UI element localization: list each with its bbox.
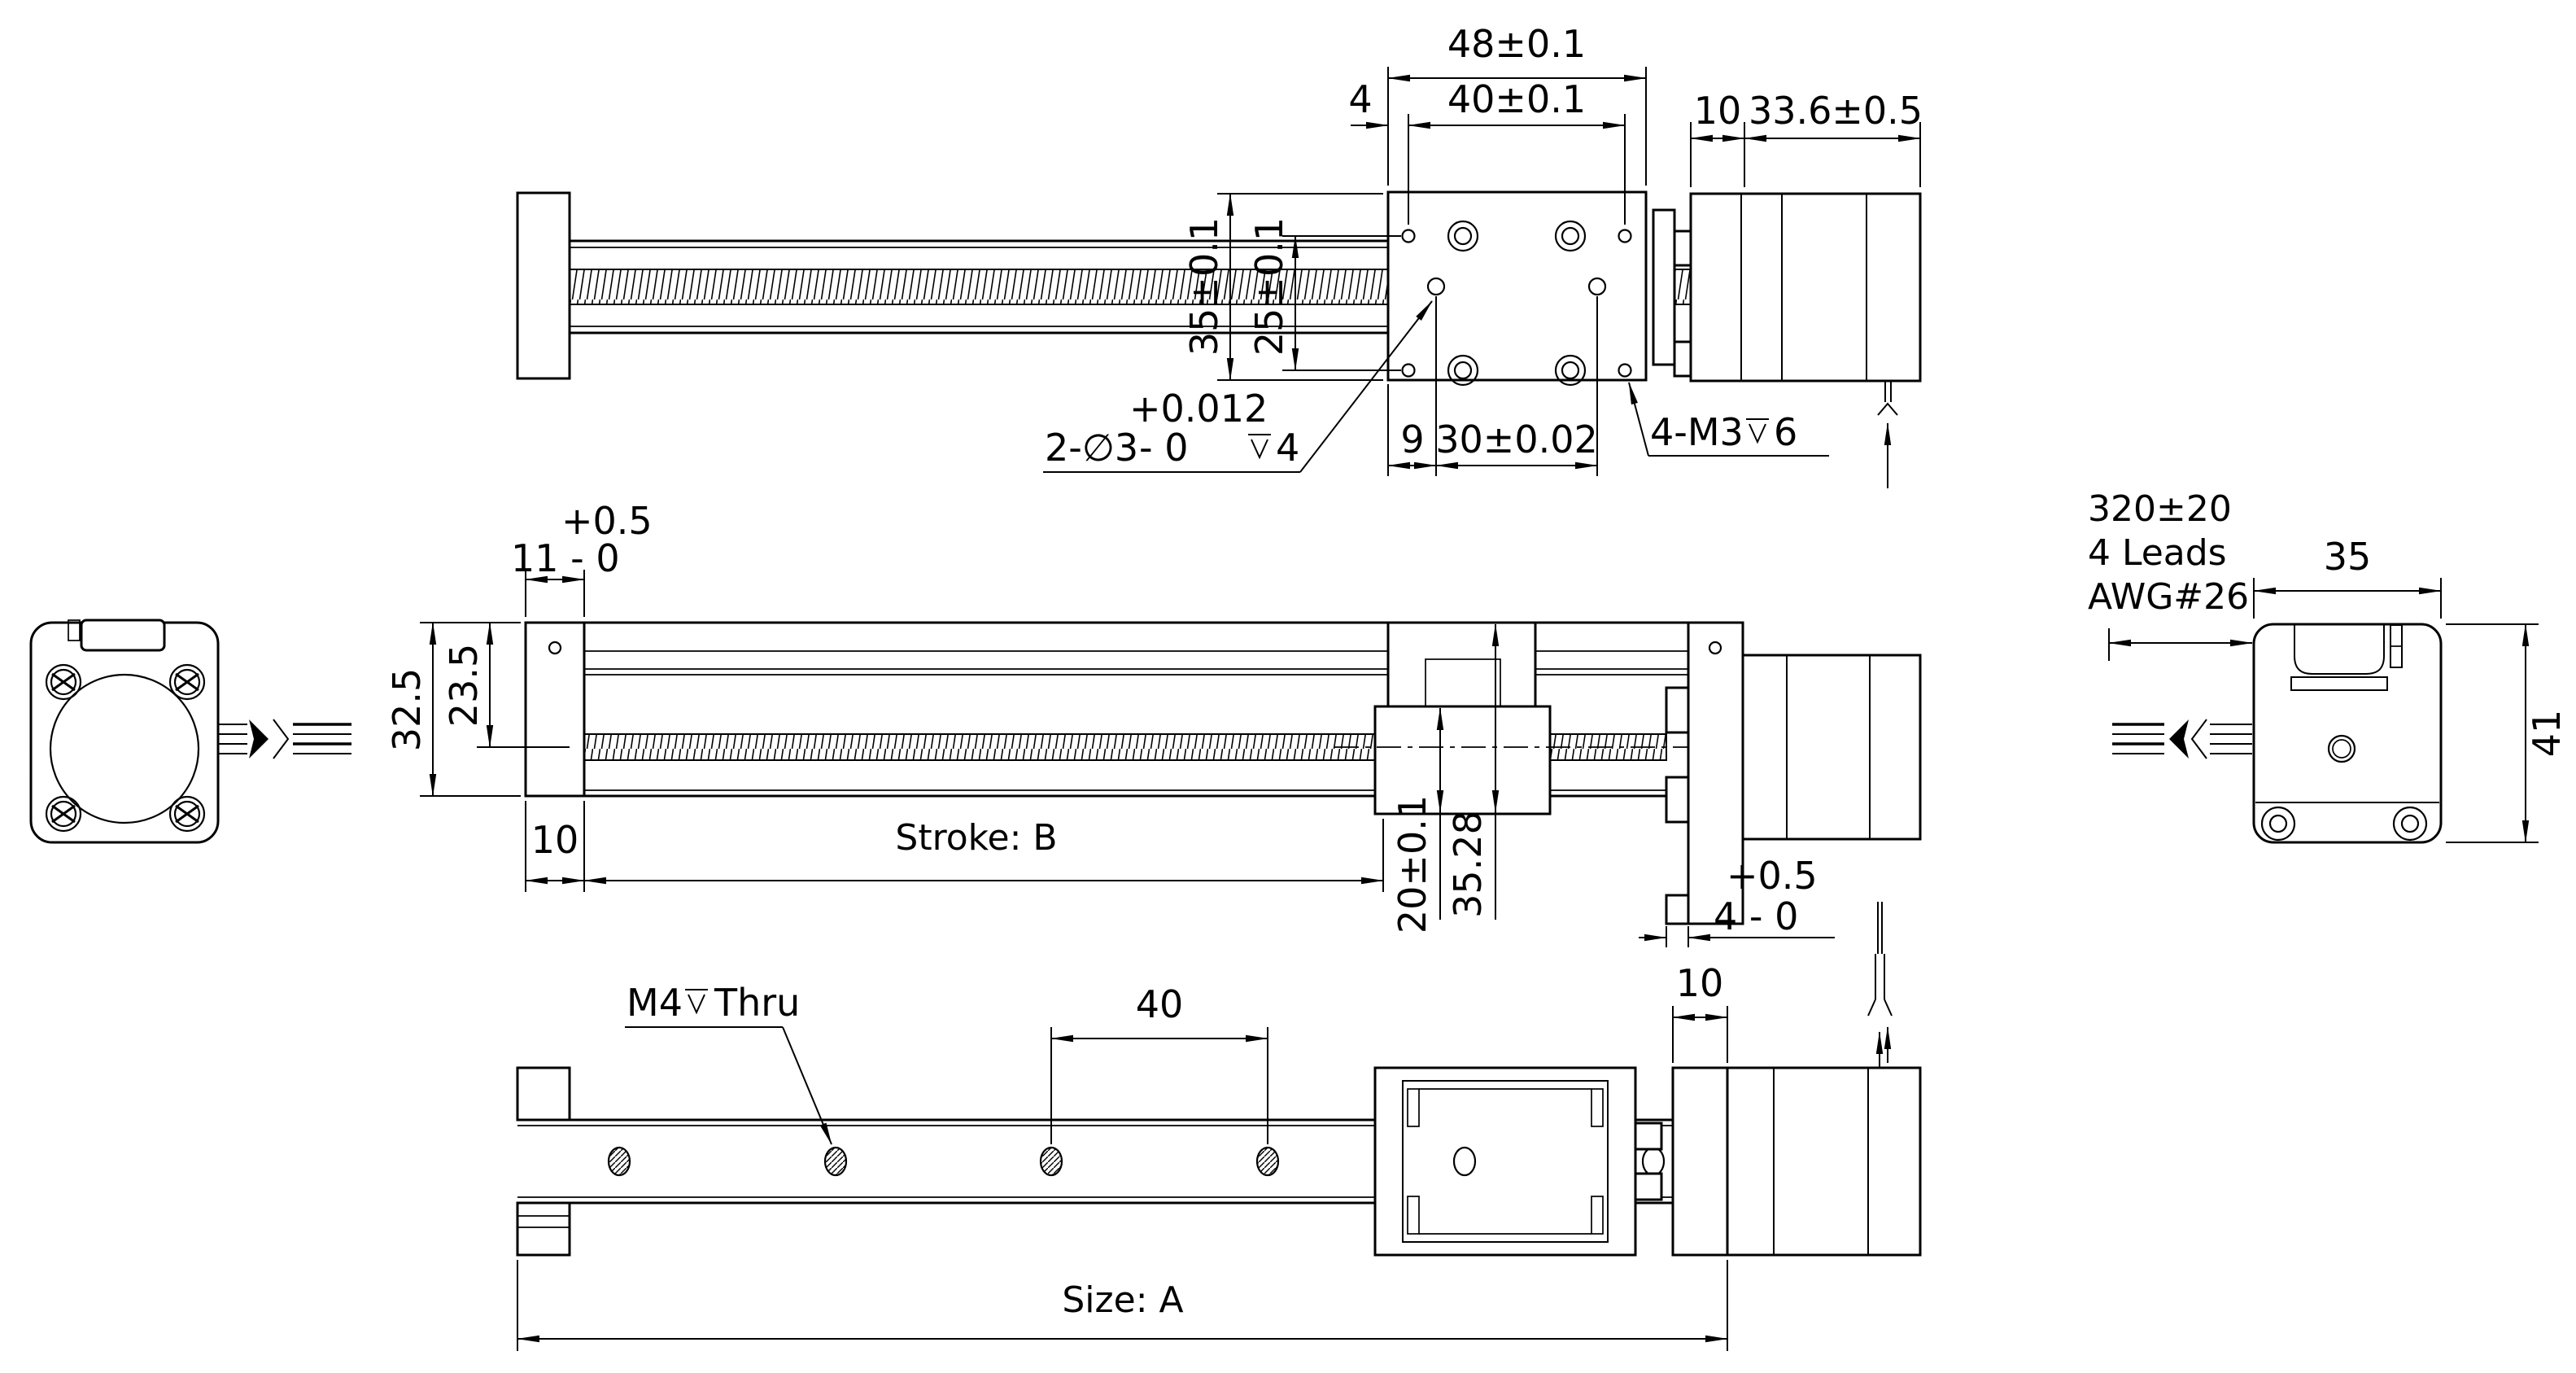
dim-32-5: 32.5 [385, 668, 429, 751]
dim-40: 40±0.1 [1447, 77, 1586, 121]
dim-4-gap: 4 - 0 [1714, 894, 1798, 938]
m4-label: M4 [627, 981, 683, 1025]
depth-icon [685, 989, 708, 1015]
m4-holes [607, 1146, 1280, 1177]
dim-11-tol: +0.5 [561, 499, 653, 543]
lead-screw-hatch [583, 733, 1376, 761]
rear-end-view: 320±20 4 Leads AWG#26 35 41 [2088, 488, 2569, 844]
depth-icon [1248, 434, 1271, 460]
stroke-label: Stroke: B [895, 817, 1057, 859]
counterbore-holes [1447, 220, 1587, 387]
lead-count: 4 Leads [2088, 532, 2227, 574]
dim-20: 20±0.1 [1391, 795, 1434, 934]
lead-length: 320±20 [2088, 488, 2232, 530]
carriage-side-top [1386, 621, 1537, 708]
bottom-view: M4 Thru 40 10 Size: A [516, 961, 1922, 1351]
dim-11: 11 - 0 [511, 536, 620, 580]
m4-thru: Thru [714, 981, 800, 1025]
dowel-depth: 4 [1276, 426, 1299, 470]
dim-35-28: 35.28 [1446, 811, 1490, 918]
corner-screws [45, 663, 206, 833]
dim-35: 35±0.1 [1182, 217, 1226, 356]
front-end-view [29, 619, 351, 844]
size-label: Size: A [1062, 1279, 1183, 1321]
depth-icon [1746, 418, 1769, 444]
top-left-end-plate [516, 191, 571, 380]
dowel-callout: 2-∅3 +0.012 - 0 4 [1043, 300, 1433, 473]
lead-wires [218, 719, 351, 759]
side-view: +0.5 11 - 0 32.5 23.5 10 Stroke: B 20±0.… [385, 499, 1922, 1068]
dowel-holes [1426, 277, 1607, 296]
bottom-screws [2260, 806, 2428, 842]
dim-4-tol: +0.5 [1727, 854, 1818, 898]
dim-30: 30±0.02 [1435, 418, 1598, 461]
top-view: 48±0.1 40±0.1 4 10 33.6±0.5 35±0.1 25±0.… [516, 22, 1923, 488]
dim-23-5: 23.5 [442, 644, 486, 727]
dim-48: 48±0.1 [1447, 22, 1586, 66]
motor-side [1741, 654, 1922, 841]
wire-exit-symbol [1877, 381, 1898, 488]
dim-41: 41 [2525, 710, 2569, 758]
dim-40-bottom: 40 [1136, 982, 1184, 1026]
m3-label: 4-M3 [1650, 410, 1744, 454]
dim-33-6: 33.6±0.5 [1749, 89, 1923, 133]
dim-4: 4 [1348, 77, 1372, 121]
dim-10-flange: 10 [1694, 89, 1742, 133]
motor-flange-plate [1687, 621, 1744, 925]
carriage-plate [1386, 190, 1648, 382]
pilot-boss [49, 673, 200, 824]
dowel-prefix: 2-∅3 [1045, 426, 1138, 470]
dim-10-cap: 10 [1676, 961, 1724, 1005]
motor-top [1689, 192, 1922, 383]
dim-9: 9 [1400, 418, 1424, 461]
lead-gauge: AWG#26 [2088, 576, 2249, 618]
m3-holes [1401, 229, 1632, 378]
m3-callout: 4-M3 6 [1628, 382, 1829, 457]
carriage-bottom [1373, 1066, 1637, 1257]
dim-35-rear: 35 [2324, 535, 2372, 579]
dim-25: 25±0.1 [1247, 217, 1291, 356]
dim-10-plate: 10 [531, 818, 579, 862]
dowel-tol-plus: +0.012 [1129, 387, 1268, 431]
lead-screw-hatch [569, 269, 1389, 305]
rear-face [2252, 623, 2443, 844]
dowel-tol-minus: - 0 [1139, 426, 1189, 470]
m4-callout: M4 Thru [625, 981, 832, 1145]
connector-slot [2294, 625, 2385, 675]
m3-depth: 6 [1774, 410, 1797, 454]
motor-bottom [1726, 1066, 1922, 1257]
wire-exit-symbol [1867, 902, 1893, 1068]
bottom-right-end-cap [1671, 1066, 1729, 1257]
nut-housing-block [1373, 705, 1552, 815]
connector [80, 619, 166, 652]
lead-wires [2112, 719, 2252, 759]
